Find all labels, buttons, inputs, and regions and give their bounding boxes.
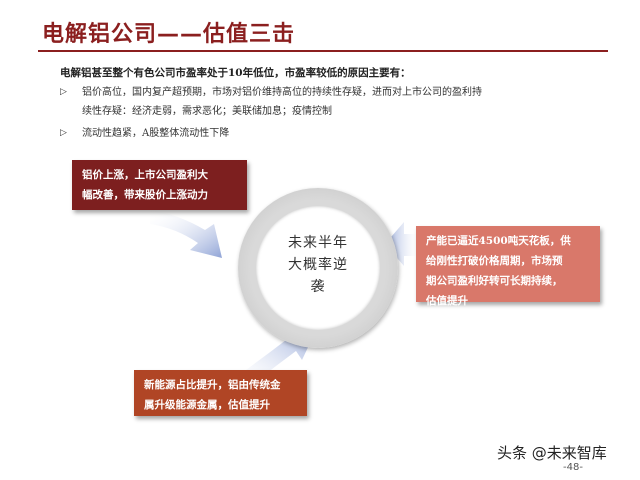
bullet-item-2: ▷ 流动性趋紧，A股整体流动性下降 xyxy=(60,124,620,143)
center-line-1: 未来半年 xyxy=(288,235,348,251)
callout-new-energy: 新能源占比提升，铝由传统金 属升级能源金属，估值提升 xyxy=(134,370,307,416)
intro-text: 电解铝甚至整个有色公司市盈率处于10年低位，市盈率较低的原因主要有： xyxy=(60,67,411,79)
callout-new-energy-line-2: 属升级能源金属，估值提升 xyxy=(144,399,270,411)
page-title: 电解铝公司——估值三击 xyxy=(42,22,296,47)
arrow-right-icon xyxy=(385,222,420,266)
arrow-top-left-icon xyxy=(150,210,222,258)
title-underline xyxy=(38,50,608,52)
bullet-item-1: ▷ 铝价高位，国内复产超预期，市场对铝价维持高位的持续性存疑，进而对上市公司的盈… xyxy=(60,83,620,121)
watermark: 头条 @未来智库 xyxy=(497,444,607,462)
center-circle-text: 未来半年 大概率逆 袭 xyxy=(256,232,380,298)
callout-capacity-line-2: 给刚性打破价格周期，市场预 xyxy=(426,255,563,267)
callout-price-rise-line-1: 铝价上涨，上市公司盈利大 xyxy=(82,169,208,181)
center-line-3: 袭 xyxy=(310,279,326,295)
callout-capacity-line-3: 期公司盈利好转可长期持续， xyxy=(426,275,563,287)
callout-capacity-line-1: 产能已逼近4500吨天花板，供 xyxy=(426,235,571,247)
bullet-1-line-2: 续性存疑：经济走弱，需求恶化；美联储加息；疫情控制 xyxy=(82,106,332,117)
bullet-arrow-icon: ▷ xyxy=(60,128,67,138)
bullet-2-line-1: 流动性趋紧，A股整体流动性下降 xyxy=(82,128,230,139)
callout-capacity-ceiling: 产能已逼近4500吨天花板，供 给刚性打破价格周期，市场预 期公司盈利好转可长期… xyxy=(416,226,600,307)
callout-price-rise-line-2: 幅改善，带来股价上涨动力 xyxy=(82,189,208,201)
callout-new-energy-line-1: 新能源占比提升，铝由传统金 xyxy=(144,379,281,391)
callout-price-rise: 铝价上涨，上市公司盈利大 幅改善，带来股价上涨动力 xyxy=(72,160,247,210)
center-line-2: 大概率逆 xyxy=(288,257,348,273)
center-circle xyxy=(256,206,380,330)
page-number: -48- xyxy=(563,462,583,473)
bullet-arrow-icon: ▷ xyxy=(60,87,67,97)
bullet-1-line-1: 铝价高位，国内复产超预期，市场对铝价维持高位的持续性存疑，进而对上市公司的盈利持 xyxy=(82,87,482,98)
callout-capacity-line-4: 估值提升 xyxy=(426,295,468,307)
